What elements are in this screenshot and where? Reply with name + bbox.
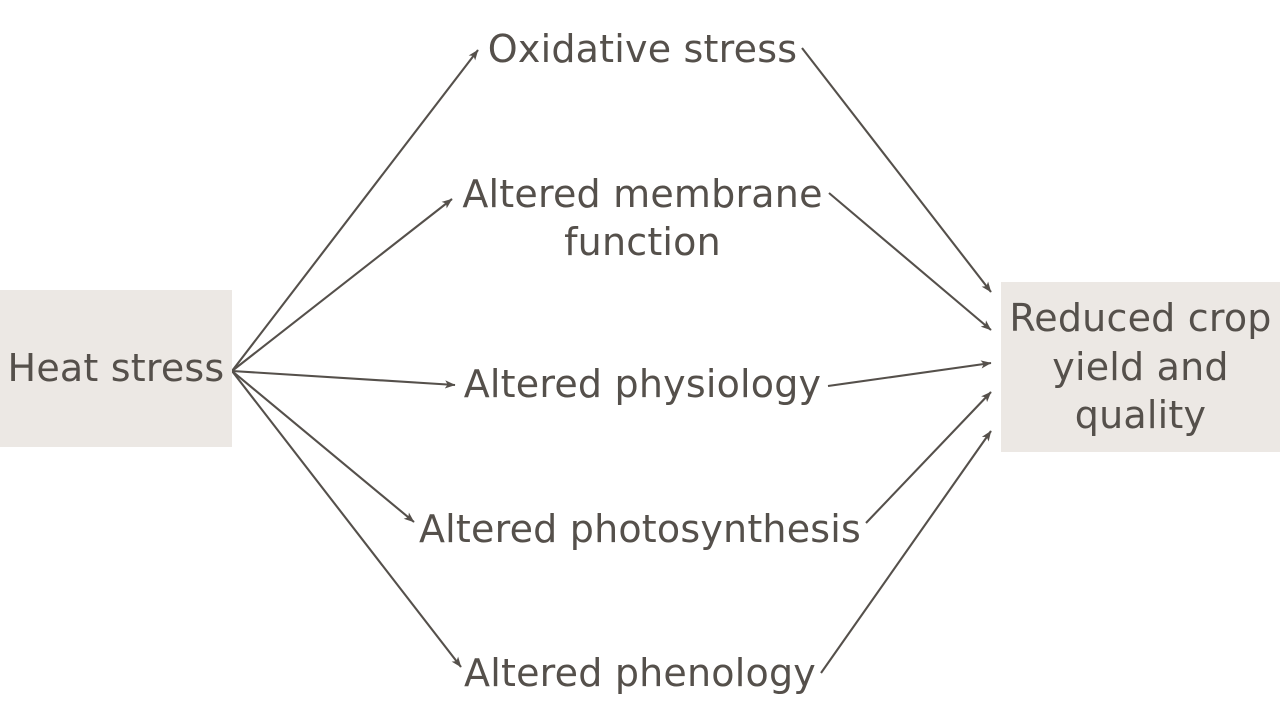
edge-heat-stress-to-altered-physiology (231, 369, 456, 389)
node-reduced-crop-yield-and-quality-label: Reduced crop yield and quality (1009, 296, 1272, 438)
node-altered-membrane-function: Altered membrane function (462, 172, 823, 264)
edge-altered-photosynthesis-to-reduced-yield (865, 391, 992, 524)
node-altered-physiology: Altered physiology (463, 362, 822, 406)
node-altered-phenology: Altered phenology (464, 651, 816, 695)
node-altered-photosynthesis: Altered photosynthesis (418, 507, 862, 551)
node-oxidative-stress: Oxidative stress (487, 27, 798, 71)
edge-heat-stress-to-altered-photosynthesis (231, 370, 415, 523)
edge-altered-physiology-to-reduced-yield (827, 360, 992, 388)
node-heat-stress-label: Heat stress (7, 346, 225, 391)
edge-altered-membrane-function-to-reduced-yield (828, 192, 992, 331)
edge-altered-phenology-to-reduced-yield (820, 430, 992, 674)
edge-heat-stress-to-oxidative-stress (231, 49, 479, 372)
node-heat-stress[interactable]: Heat stress (0, 290, 232, 447)
edge-heat-stress-to-altered-phenology (231, 370, 462, 668)
edge-heat-stress-to-altered-membrane-function (231, 198, 453, 372)
edge-oxidative-stress-to-reduced-yield (801, 47, 992, 293)
node-reduced-crop-yield-and-quality[interactable]: Reduced crop yield and quality (1001, 282, 1280, 452)
